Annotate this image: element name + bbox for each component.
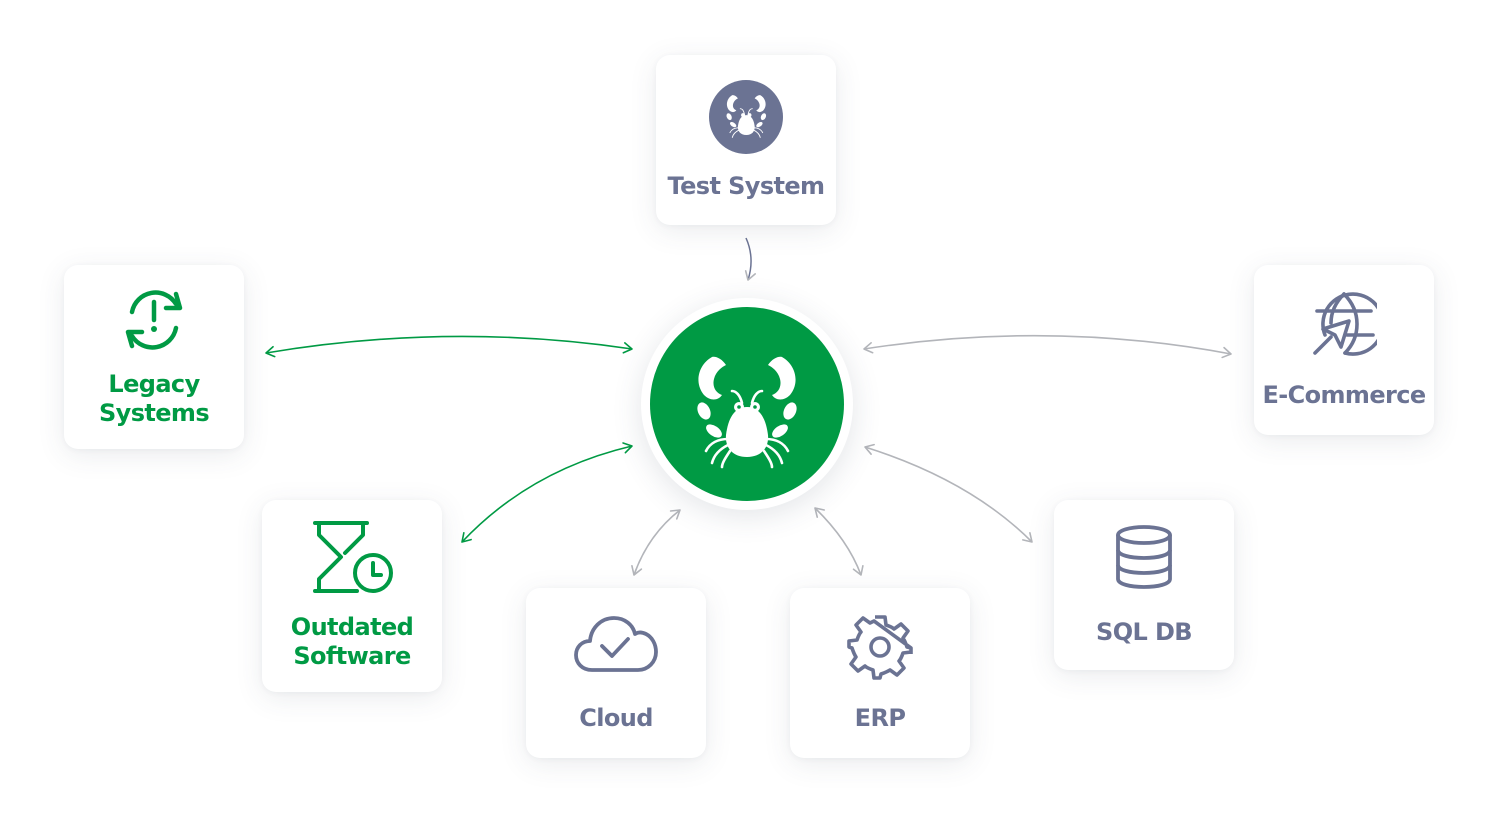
cloud-check-icon (574, 615, 658, 672)
node-legacy-systems[interactable]: Legacy Systems (64, 265, 244, 449)
node-sql-db[interactable]: SQL DB (1054, 500, 1234, 670)
node-outdated-software[interactable]: Outdated Software (262, 500, 442, 692)
node-erp[interactable]: ERP (790, 588, 970, 758)
connector-sql-db (864, 443, 1033, 543)
node-label-line2: Systems (98, 399, 210, 427)
hourglass-clock-icon (313, 521, 393, 593)
node-label: Cloud (579, 703, 653, 732)
hub-badge (650, 307, 844, 501)
crab-icon (697, 356, 797, 469)
gear-icon (847, 614, 913, 680)
node-e-commerce[interactable]: E-Commerce (1254, 265, 1434, 435)
connector-outdated-software (461, 442, 633, 543)
node-label: Test System (667, 171, 826, 200)
node-label-line1: Legacy (108, 370, 200, 398)
node-label-line1: Outdated (290, 613, 414, 641)
node-label: ERP (854, 703, 906, 732)
connector-e-commerce (863, 334, 1232, 359)
sync-alert-icon (125, 290, 183, 350)
central-hub (641, 298, 853, 510)
node-test-system[interactable]: Test System (656, 55, 836, 225)
crab-icon (709, 79, 783, 154)
connector-erp (814, 507, 864, 576)
node-label: Outdated Software (290, 613, 414, 671)
connector-cloud (631, 509, 681, 576)
database-icon (1116, 524, 1172, 589)
node-label-line2: Software (293, 642, 411, 670)
connector-legacy-systems (265, 335, 633, 358)
node-label: SQL DB (1096, 617, 1193, 646)
node-label: Legacy Systems (98, 370, 210, 428)
globe-cursor-icon (1313, 291, 1377, 356)
node-label: E-Commerce (1262, 380, 1426, 409)
node-cloud[interactable]: Cloud (526, 588, 706, 758)
connector-test-system (744, 237, 756, 281)
